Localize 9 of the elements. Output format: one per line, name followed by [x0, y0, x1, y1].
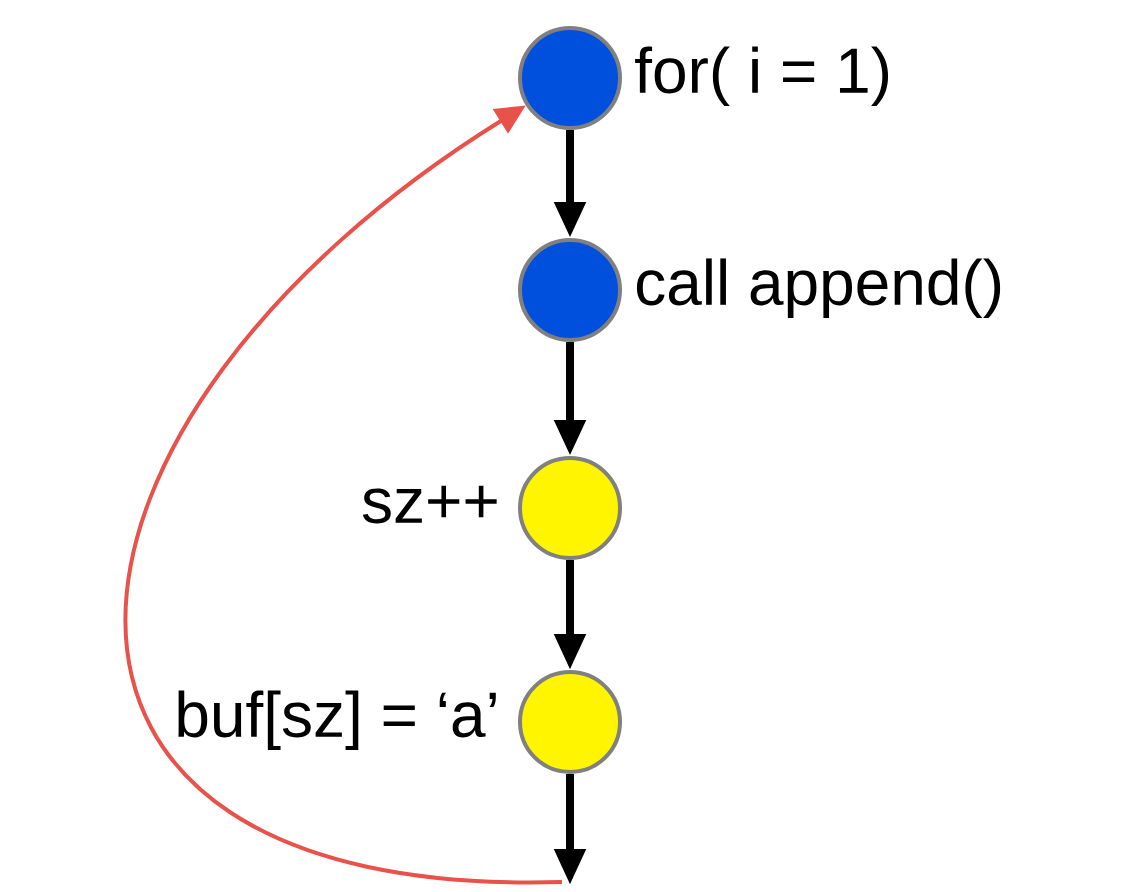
circle-node [518, 238, 622, 342]
node-caption: call append() [636, 258, 1001, 319]
loop-arrow [124, 105, 563, 884]
node-caption: for( i = 1) [635, 46, 889, 107]
node-caption: sz++ [362, 485, 497, 524]
circle-node [518, 670, 622, 774]
circle-node [518, 26, 622, 130]
node-caption: buf[sz] = ‘a’ [178, 690, 496, 751]
circle-node [518, 456, 622, 560]
